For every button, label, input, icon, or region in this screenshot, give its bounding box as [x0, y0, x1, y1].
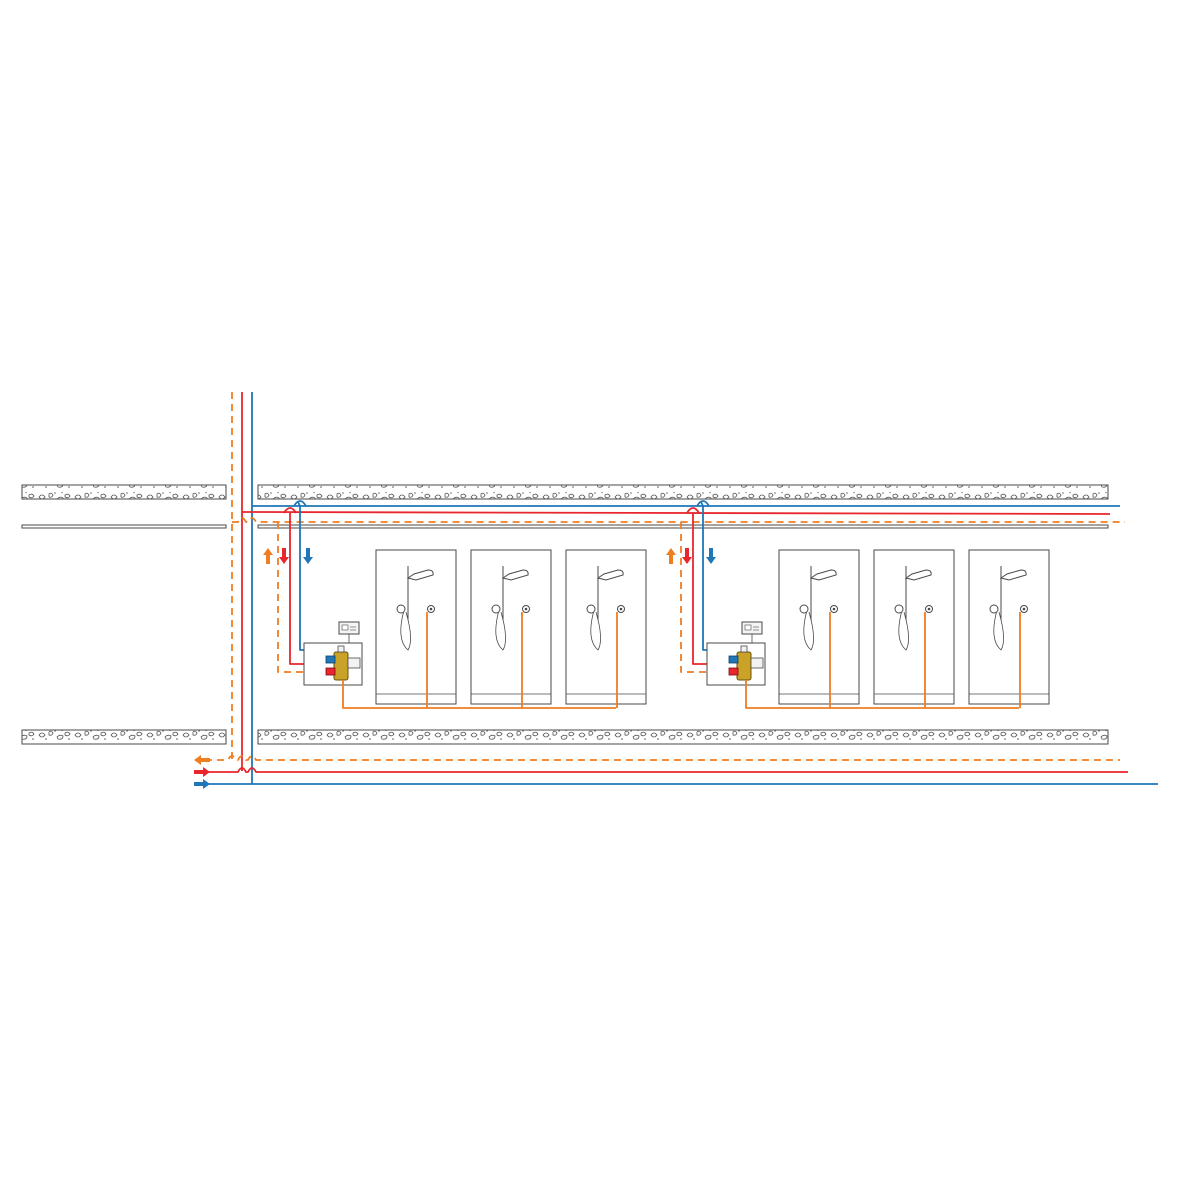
control-panel-icon — [338, 621, 360, 643]
hot-drop-pipe — [289, 513, 326, 665]
shower-group-2 — [666, 500, 1050, 709]
hot-flow-arrow-icon — [194, 767, 210, 777]
shower-valve-core — [927, 607, 931, 611]
shower-hose — [993, 609, 1004, 651]
distribution-pipes — [205, 505, 1158, 785]
return-flow-arrow-icon — [666, 548, 676, 564]
cold-flow-arrow-icon — [194, 779, 210, 789]
concrete-slabs — [21, 484, 1109, 745]
mixed-water-pipe — [342, 680, 616, 709]
shower-hose — [803, 609, 814, 651]
thermostatic-mixing-valve-icon — [728, 645, 764, 681]
shower-cubicle-icon — [873, 549, 955, 705]
main-riser-pipes — [231, 392, 253, 784]
cold-crossover — [293, 500, 307, 507]
valve-cap — [750, 657, 764, 669]
ceiling-line-right — [257, 524, 1109, 529]
hot-crossover — [686, 507, 700, 514]
hot-flow-arrow-icon — [279, 548, 289, 564]
shower-head-icon — [501, 569, 529, 581]
shower-inlet-icon — [799, 604, 809, 614]
shower-head-icon — [596, 569, 624, 581]
upper-slab-left — [21, 484, 227, 500]
shower-groups — [263, 500, 1050, 709]
cold-drop-pipe — [297, 501, 330, 651]
cold-drop-pipe — [700, 501, 733, 651]
shower-hose — [400, 609, 411, 651]
shower-hose — [590, 609, 601, 651]
shower-cubicle-icon — [470, 549, 552, 705]
shower-head-icon — [999, 569, 1027, 581]
valve-spindle — [740, 645, 748, 653]
shower-cubicle-icon — [778, 549, 860, 705]
thermostatic-mixing-valve-icon — [325, 645, 361, 681]
valve-spindle — [337, 645, 345, 653]
lower-slab-left — [21, 729, 227, 745]
control-panel-icon — [741, 621, 763, 643]
shower-hose — [495, 609, 506, 651]
shower-valve-core — [524, 607, 528, 611]
valve-cold-inlet — [325, 655, 336, 664]
shower-inlet-icon — [586, 604, 596, 614]
valve-cap — [347, 657, 361, 669]
shower-head-icon — [809, 569, 837, 581]
valve-hot-inlet — [728, 667, 739, 676]
valve-body — [333, 651, 349, 681]
hot-drop-pipe — [692, 513, 729, 665]
shower-hose — [898, 609, 909, 651]
return-flow-arrow-icon — [263, 548, 273, 564]
valve-hot-inlet — [325, 667, 336, 676]
shower-cubicle-icon — [375, 549, 457, 705]
return-drop-pipe — [277, 522, 304, 673]
shower-cubicle-icon — [968, 549, 1050, 705]
cold-flow-arrow-icon — [706, 548, 716, 564]
controller-display — [341, 624, 349, 631]
upper-slab-right — [257, 484, 1109, 500]
shower-group-1 — [263, 500, 647, 709]
lower-slab-right — [257, 729, 1109, 745]
shower-inlet-icon — [491, 604, 501, 614]
shower-valve-core — [429, 607, 433, 611]
ceiling-line-left — [21, 524, 227, 529]
mixed-water-pipe — [745, 680, 1019, 709]
hot-crossover — [283, 507, 297, 514]
cold-crossover — [696, 500, 710, 507]
floor-hot-pipe — [205, 767, 1128, 773]
shower-head-icon — [904, 569, 932, 581]
mixer-housing — [706, 642, 766, 686]
supply-flow-arrows — [194, 755, 210, 789]
controller-display — [744, 624, 752, 631]
shower-valve-core — [619, 607, 623, 611]
shower-inlet-icon — [989, 604, 999, 614]
valve-body — [736, 651, 752, 681]
floor-return-pipe — [205, 755, 1120, 761]
return-flow-arrow-icon — [194, 755, 210, 765]
return-drop-pipe — [680, 522, 707, 673]
hot-flow-arrow-icon — [682, 548, 692, 564]
shower-head-icon — [406, 569, 434, 581]
shower-valve-core — [1022, 607, 1026, 611]
ceiling-return-pipe — [232, 517, 1125, 523]
shower-inlet-icon — [894, 604, 904, 614]
shower-cubicle-icon — [565, 549, 647, 705]
ceiling-hot-pipe — [241, 511, 1111, 515]
shower-inlet-icon — [396, 604, 406, 614]
valve-cold-inlet — [728, 655, 739, 664]
cold-flow-arrow-icon — [303, 548, 313, 564]
shower-valve-core — [832, 607, 836, 611]
